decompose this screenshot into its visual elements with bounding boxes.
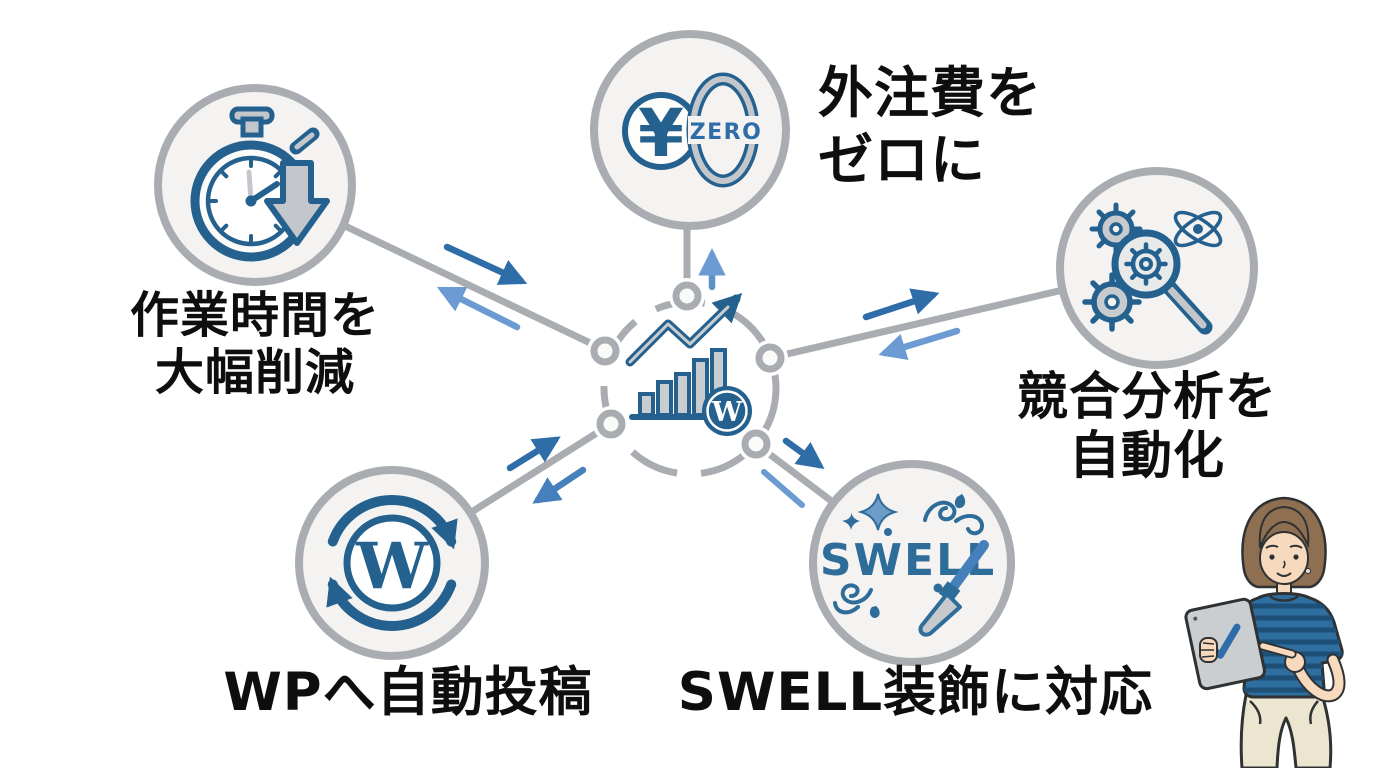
growth-chart-icon: W [625, 292, 752, 436]
bangs [1258, 505, 1310, 549]
label-line: WPへ自動投稿 [223, 662, 593, 723]
label-zero-cost: 外注費を ゼロに [818, 60, 1158, 194]
wordpress-letter: W [355, 529, 429, 604]
face-features [1265, 544, 1311, 577]
hub-node-right [755, 343, 785, 373]
arrow-analysis-inbound [878, 327, 961, 361]
trend-arrow-highlight [628, 305, 730, 364]
pocket-right [1309, 700, 1319, 725]
label-competitor-analysis: 競合分析を 自動化 [972, 368, 1322, 486]
gear-in-lens [1124, 242, 1168, 286]
hub-ring [587, 278, 788, 478]
arrow-wp-outbound [532, 466, 587, 504]
arrow-wp-inbound [506, 436, 561, 472]
dot-decoration [884, 528, 892, 536]
woman-with-tablet-illustration [1184, 496, 1346, 768]
atom-icon [1173, 210, 1223, 248]
pants [1239, 693, 1333, 768]
collar [1269, 595, 1299, 602]
label-line: 競合分析を [1016, 368, 1277, 427]
gears-magnifier-atom-icon [1082, 202, 1223, 335]
arrow-worktime-inbound [443, 243, 528, 285]
arrow-worktime-outbound [436, 286, 521, 331]
hub-node-bottom-left [596, 409, 626, 439]
wordpress-sync-icon: W [326, 495, 458, 631]
arrow-analysis-outbound [862, 288, 940, 321]
zero-band [688, 116, 764, 144]
label-wp-auto-posting: WPへ自動投稿 [168, 662, 648, 723]
sync-arrow-top [327, 495, 458, 550]
hub-node-left [590, 336, 620, 366]
sync-arrow-bottom [326, 576, 457, 631]
stopwatch-decrease-icon [190, 106, 330, 262]
connector-analysis [766, 286, 1067, 362]
wordpress-logo-circle [343, 514, 441, 612]
label-line: 自動化 [1068, 427, 1225, 487]
right-arm-pointing [1258, 641, 1346, 703]
label-line: 外注費を [818, 61, 1043, 125]
pointing-finger [1260, 643, 1295, 657]
flow-arrows [436, 243, 961, 508]
label-line: SWELL装飾に対応 [677, 662, 1154, 723]
label-line: 作業時間を [129, 287, 380, 344]
left-hand [1199, 637, 1218, 663]
connector-wp [466, 420, 615, 517]
tablet-camera [1193, 616, 1198, 621]
arrow-swell-outbound [782, 437, 825, 470]
earring [1305, 568, 1311, 574]
brush-handle [949, 540, 989, 591]
swell-paintbrush-icon: SWELL [820, 493, 994, 637]
label-line: 大幅削減 [154, 343, 355, 401]
label-work-time: 作業時間を 大幅削減 [70, 287, 440, 402]
pocket-left [1249, 700, 1262, 725]
hub-nodes [590, 281, 785, 459]
wordpress-badge: W [702, 386, 752, 436]
sparkle-large [857, 493, 899, 531]
tablet [1184, 597, 1267, 691]
brush-bristles [918, 592, 962, 637]
teardrop-bottom [869, 606, 880, 618]
flourish-top-right [923, 500, 985, 536]
connector-work-time [339, 221, 611, 355]
magnifier-icon [1111, 229, 1213, 335]
zero-label: ZERO [690, 120, 763, 145]
label-swell-support: SWELL装飾に対応 [658, 662, 1173, 723]
magnifier-lens [1111, 229, 1181, 299]
stopwatch-stem [240, 116, 264, 138]
hub-node-top [672, 281, 702, 311]
teardrop-top [954, 494, 966, 509]
flourish-bottom-left [833, 583, 873, 615]
paintbrush-icon [918, 540, 989, 637]
yen-zero-icon: ¥ ZERO [622, 72, 764, 188]
wordpress-letter: W [711, 397, 743, 428]
down-arrow-icon [264, 160, 330, 246]
arrow-swell-inbound-line [761, 469, 805, 508]
yen-symbol: ¥ [638, 95, 684, 172]
sparkle-small [842, 512, 860, 530]
hub-node-bottom-right [741, 429, 771, 459]
dot-decoration-2 [933, 583, 943, 593]
label-line: ゼロに [818, 128, 987, 193]
